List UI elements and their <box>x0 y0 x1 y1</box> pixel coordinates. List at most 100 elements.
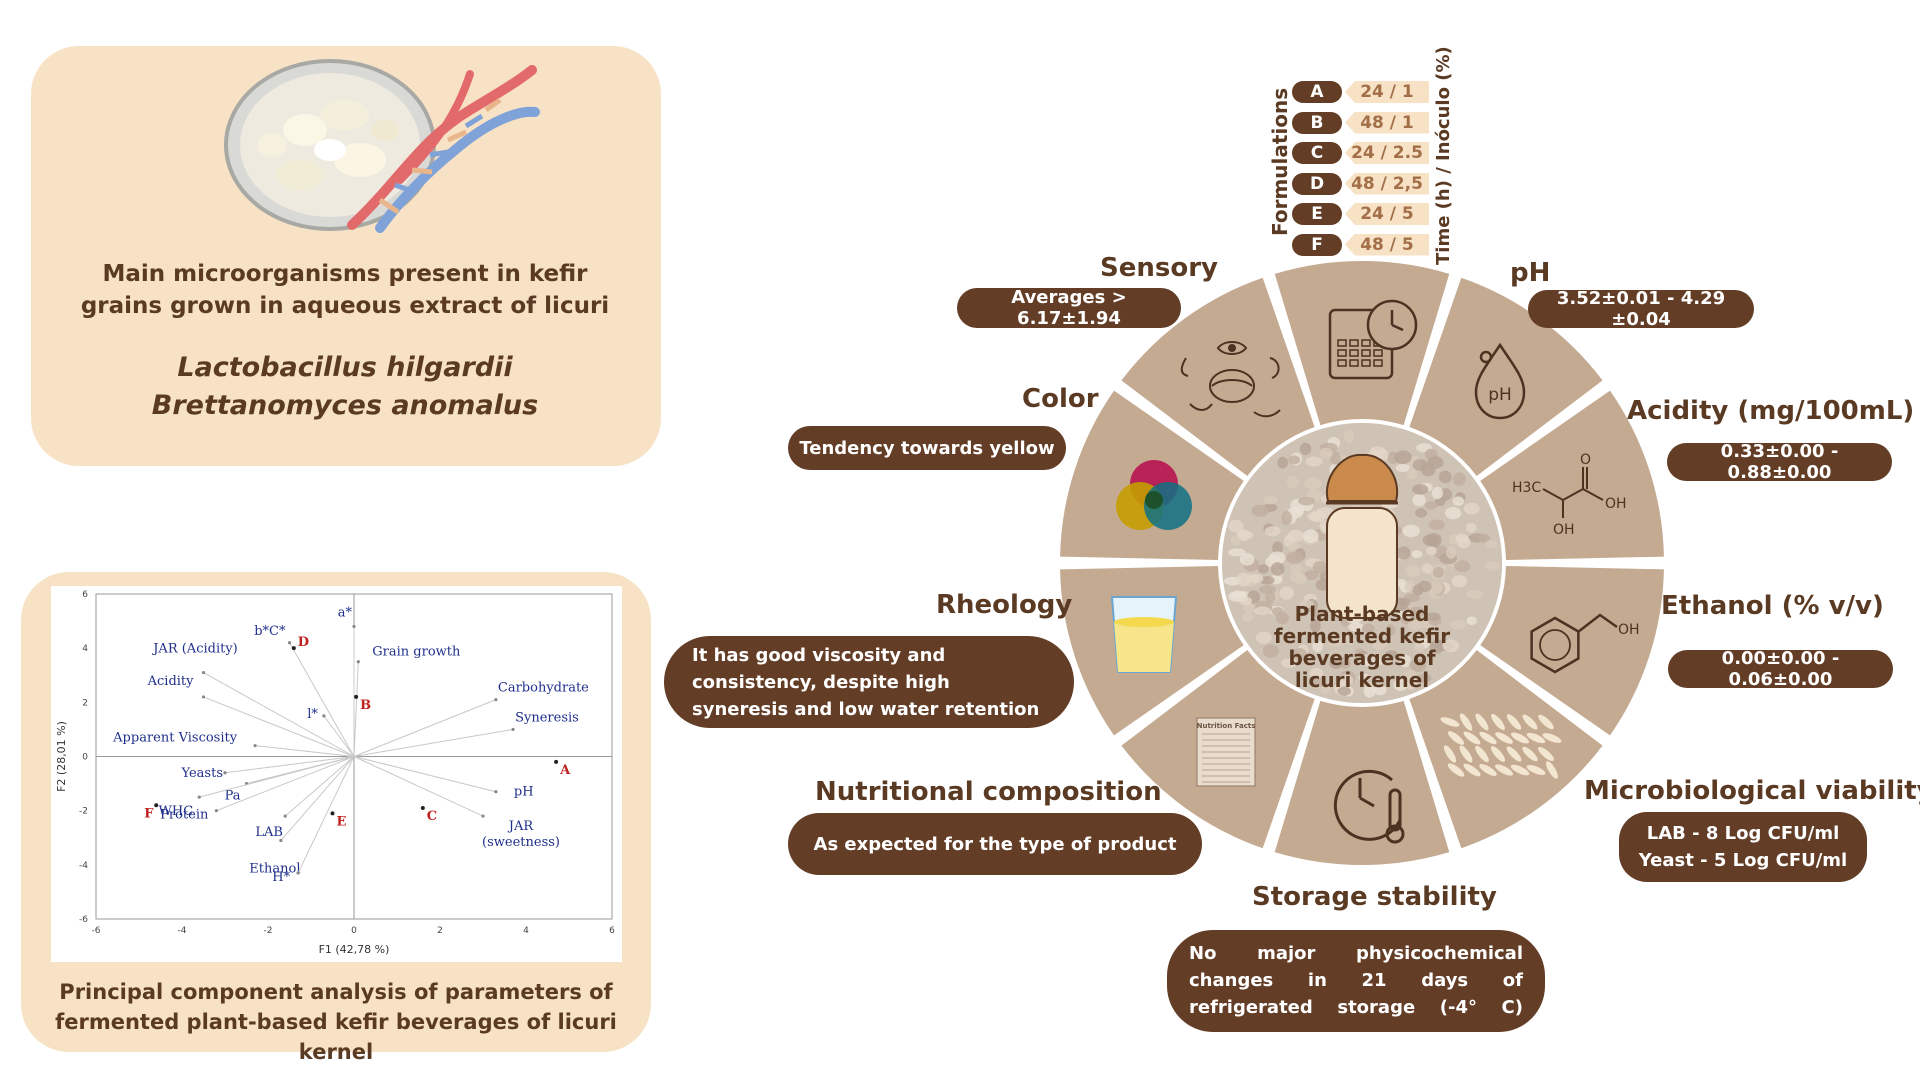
storage-value: No major physicochemical changes in 21 d… <box>1167 930 1545 1032</box>
nutrition-facts-label: Nutrition Facts <box>1197 722 1256 730</box>
ph-title: pH <box>1510 258 1551 288</box>
kefir-caption: Main microorganisms present in kefir gra… <box>80 261 610 319</box>
formulation-D: D <box>1292 172 1342 195</box>
rice-grains-icon <box>1440 713 1562 779</box>
rheology-title: Rheology <box>936 590 1073 620</box>
pca-observation-point <box>330 811 335 816</box>
pca-variable-point <box>201 695 206 699</box>
pca-observation-label: E <box>337 814 347 829</box>
pca-vector <box>224 756 355 774</box>
pca-vector <box>203 672 355 757</box>
pca-vector <box>199 756 355 798</box>
pca-observation-label: F <box>144 806 154 821</box>
ph-value: 3.52±0.01 - 4.29 ±0.04 <box>1528 288 1754 330</box>
nutritional-title: Nutritional composition <box>815 777 1162 807</box>
pca-variable-label: Protein <box>160 808 209 823</box>
pca-y-tick: -4 <box>79 861 88 871</box>
pca-x-tick: 0 <box>351 926 357 936</box>
formulation-F: F <box>1292 233 1342 256</box>
pca-variable-point <box>322 714 326 718</box>
pca-variable-point <box>253 744 257 748</box>
pca-vector <box>289 642 355 757</box>
ph-glyph-label: pH <box>1488 385 1512 405</box>
sensory-organs-icon <box>1180 341 1281 418</box>
pca-variable-point <box>283 814 287 818</box>
pca-variable-point <box>481 814 485 818</box>
pca-variable-point <box>494 790 498 794</box>
center-label: Plant-based fermented kefir beverages of… <box>1273 602 1451 692</box>
sensory-value: Averages > 6.17±1.94 <box>957 287 1181 329</box>
pca-variable-point <box>352 624 356 629</box>
pca-y-tick: -2 <box>79 807 88 817</box>
sensory-title: Sensory <box>1100 253 1218 283</box>
pca-vector <box>353 699 497 757</box>
pca-variable-point <box>214 809 218 813</box>
formulations-label: Formulations <box>1268 87 1292 236</box>
wheel-segment-ph <box>1409 277 1603 476</box>
pca-observation-point <box>420 805 425 810</box>
h3c-label: H3C <box>1512 480 1541 496</box>
pca-vector <box>216 756 355 812</box>
wheel-segment-ethanol <box>1480 566 1664 736</box>
pca-vector <box>323 715 355 757</box>
pca-variable-point <box>511 727 515 732</box>
pca-y-label: F2 (28,01 %) <box>55 721 68 792</box>
pca-x-tick: -6 <box>92 926 101 936</box>
pca-observation-point <box>154 803 159 808</box>
pca-variable-label: JAR (Acidity) <box>151 642 238 657</box>
pca-variable-label: a* <box>338 606 353 621</box>
pca-variable-label: LAB <box>255 825 283 840</box>
wheel-segment-microbiology <box>1409 650 1603 849</box>
pca-vector <box>203 696 355 757</box>
formulation-value-C: 24 / 2.5 <box>1345 142 1429 164</box>
pca-variable-label: Yeasts <box>181 766 223 781</box>
acidity-value: 0.33±0.00 - 0.88±0.00 <box>1667 441 1892 483</box>
pca-variable-label: Apparent Viscosity <box>112 731 238 746</box>
pca-variable-label: Acidity <box>147 674 195 689</box>
microbiological-title: Microbiological viability <box>1584 776 1920 806</box>
pca-vector <box>353 756 497 793</box>
pca-observation-label: D <box>298 635 309 650</box>
pca-variable-label: WHC <box>159 804 194 819</box>
benzyl-oh-label: OH <box>1618 622 1640 638</box>
formulation-value-A: 24 / 1 <box>1345 81 1429 103</box>
pca-y-tick: 4 <box>82 644 88 654</box>
ethanol-value: 0.00±0.00 - 0.06±0.00 <box>1668 648 1893 690</box>
pca-vector <box>353 661 359 757</box>
formulation-value-E: 24 / 5 <box>1345 203 1429 225</box>
pca-observation-point <box>554 759 559 764</box>
oh-label-2: OH <box>1553 522 1575 538</box>
benzyl-alcohol-icon: OH <box>1530 613 1640 674</box>
cmy-circles-icon <box>1116 460 1192 530</box>
pca-x-tick: 4 <box>523 926 529 936</box>
oh-label-1: OH <box>1605 496 1627 512</box>
pca-variable-point <box>296 871 300 875</box>
pca-y-tick: 6 <box>82 590 88 600</box>
pca-variable-label: JAR(sweetness) <box>482 819 560 850</box>
microbiological-value: LAB - 8 Log CFU/ml Yeast - 5 Log CFU/ml <box>1619 812 1867 882</box>
pca-x-tick: -4 <box>178 926 187 936</box>
pca-vector <box>280 756 355 841</box>
acidity-title: Acidity (mg/100mL) <box>1627 396 1915 426</box>
pca-caption: Principal component analysis of paramete… <box>55 980 617 1064</box>
pca-x-tick: 6 <box>609 926 615 936</box>
storage-title: Storage stability <box>1252 882 1497 912</box>
formulation-C: C <box>1292 142 1342 164</box>
jar-icon <box>1325 453 1399 619</box>
ph-drop-icon: pH <box>1474 342 1526 420</box>
timer-keypad-icon <box>1328 299 1418 380</box>
pca-y-tick: 0 <box>82 753 88 763</box>
color-value: Tendency towards yellow <box>788 426 1066 470</box>
pca-variable-point <box>494 698 498 702</box>
pca-vector <box>353 756 484 817</box>
pca-observation-label: B <box>360 698 371 713</box>
nutrition-facts-icon: Nutrition Facts <box>1196 717 1256 787</box>
pca-y-tick: 2 <box>82 698 88 708</box>
microbiological-yeast: Yeast - 5 Log CFU/ml <box>1638 850 1848 871</box>
wheel-segment-acidity <box>1480 390 1664 560</box>
wheel-segment-storage <box>1274 700 1450 865</box>
